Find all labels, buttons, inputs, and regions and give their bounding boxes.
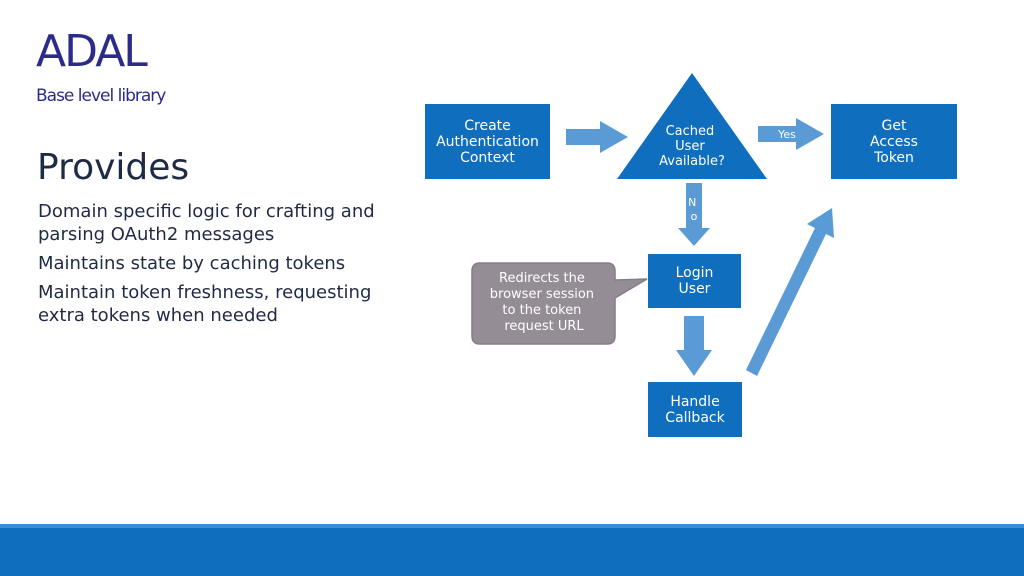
bullet-item: Domain specific logic for crafting and p… xyxy=(38,201,375,245)
no-label: N o xyxy=(688,196,700,223)
get-access-token-box: Get Access Token xyxy=(831,104,957,179)
cached-user-decision xyxy=(617,73,767,179)
yes-label: Yes xyxy=(777,128,796,141)
callout-text: Redirects the browser session to the tok… xyxy=(490,271,598,334)
bullet-list: Domain specific logic for crafting and p… xyxy=(38,200,398,333)
footer-bar xyxy=(0,528,1024,576)
slide-subtitle: Base level library xyxy=(36,86,166,106)
redirect-callout xyxy=(471,262,648,345)
arrow-create-to-cached xyxy=(566,121,628,153)
create-context-box: Create Authentication Context xyxy=(425,104,550,179)
cached-user-label: Cached User Available? xyxy=(659,124,725,169)
arrow-yes xyxy=(758,118,824,150)
arrow-login-to-callback xyxy=(676,316,712,376)
bullet-item: Maintains state by caching tokens xyxy=(38,253,346,274)
section-heading: Provides xyxy=(37,147,190,188)
slide-title: ADAL xyxy=(36,26,148,77)
handle-callback-box: Handle Callback xyxy=(648,382,742,437)
arrow-callback-to-token xyxy=(746,208,834,376)
arrow-no xyxy=(678,183,710,246)
bullet-item: Maintain token freshness, requesting ext… xyxy=(38,282,372,326)
login-user-box: Login User xyxy=(648,254,741,308)
footer-accent-line xyxy=(0,524,1024,528)
